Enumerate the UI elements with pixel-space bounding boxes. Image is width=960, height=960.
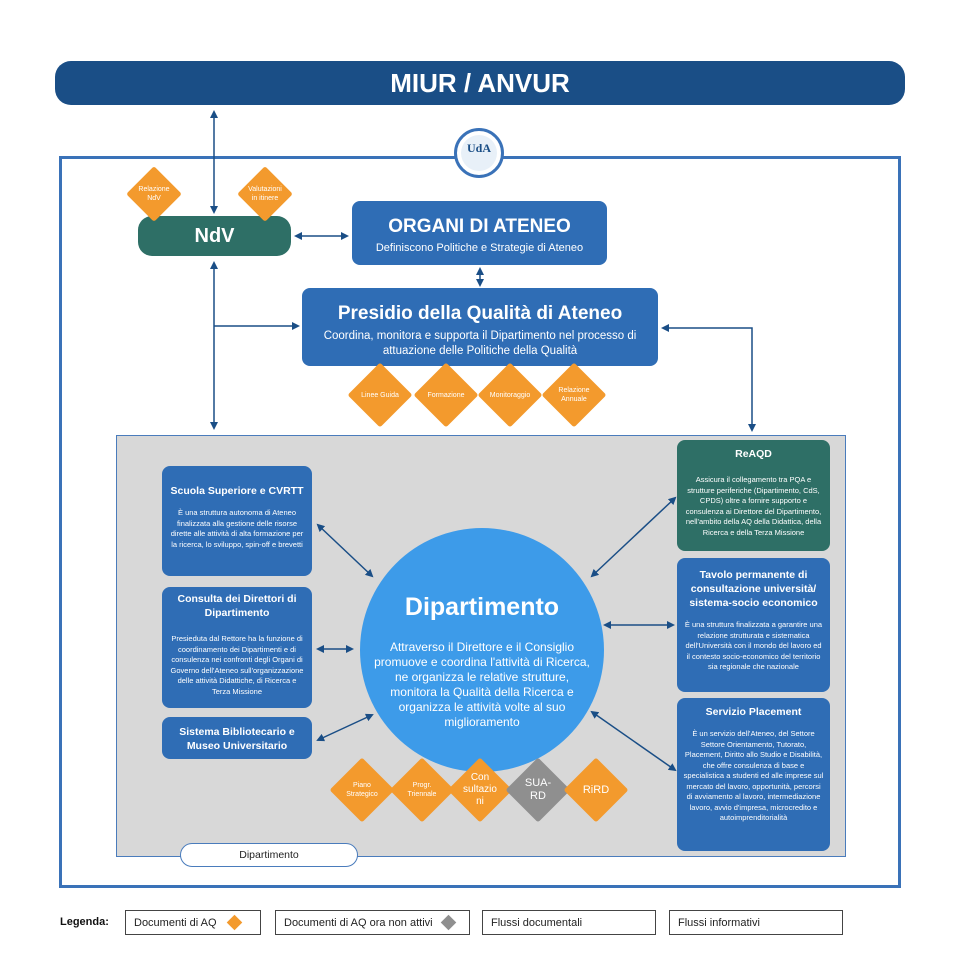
- organi-subtitle: Definiscono Politiche e Strategie di Ate…: [375, 242, 584, 254]
- consulta-text: Presieduta dal Rettore ha la funzione di…: [170, 634, 304, 696]
- presidio-qualita-box: Presidio della Qualità di Ateneo Coordin…: [302, 288, 658, 366]
- legend-documenti-aq: Documenti di AQ: [125, 910, 261, 935]
- doc-valutazioni-itinere: Valutazioni in itinere: [237, 166, 293, 222]
- dipartimento-circle: Dipartimento Attraverso il Direttore e i…: [360, 528, 604, 772]
- doc-linee-guida: Linee Guida: [347, 362, 413, 428]
- arrow-placement-dip: [590, 710, 677, 772]
- reaqd-box: ReAQD Assicura il collegamento tra PQA e…: [677, 440, 830, 551]
- legend-flussi-informativi: Flussi informativi: [669, 910, 843, 935]
- orange-diamond-icon: [226, 914, 242, 931]
- organi-ateneo-box: ORGANI DI ATENEO Definiscono Politiche e…: [352, 201, 607, 265]
- scuola-superiore-box: Scuola Superiore e CVRTT È una struttura…: [162, 466, 312, 576]
- reaqd-title: ReAQD: [735, 448, 772, 460]
- presidio-title: Presidio della Qualità di Ateneo: [337, 303, 623, 324]
- dipartimento-title: Dipartimento: [404, 593, 560, 621]
- scuola-text: È una struttura autonoma di Ateneo final…: [170, 508, 304, 549]
- arrow-sistema-dip: [316, 713, 374, 742]
- consulta-title: Consulta dei Direttori di Dipartimento: [177, 593, 297, 619]
- legend-flussi-documentali: Flussi documentali: [482, 910, 656, 935]
- reaqd-text: Assicura il collegamento tra PQA e strut…: [685, 475, 822, 537]
- servizio-placement-box: Servizio Placement È un servizio dell'At…: [677, 698, 830, 851]
- dipartimento-text: Attraverso il Direttore e il Consiglio p…: [374, 640, 590, 729]
- ndv-box: NdV: [138, 216, 291, 256]
- sistema-bibliotecario-box: Sistema Bibliotecario e Museo Universita…: [162, 717, 312, 759]
- consulta-direttori-box: Consulta dei Direttori di Dipartimento P…: [162, 587, 312, 708]
- legend-title: Legenda:: [60, 916, 109, 928]
- tavolo-permanente-box: Tavolo permanente di consultazione unive…: [677, 558, 830, 692]
- placement-text: È un servizio dell'Ateneo, del Settore S…: [683, 729, 824, 822]
- organi-title: ORGANI DI ATENEO: [388, 216, 571, 237]
- tavolo-title: Tavolo permanente di consultazione unive…: [689, 569, 818, 609]
- arrow-reaqd-dip: [590, 496, 677, 578]
- logo-text: UdA: [461, 135, 497, 171]
- arrow-presidio-reaqd: [661, 324, 756, 432]
- doc-relazione-annuale: Relazione Annuale: [541, 362, 607, 428]
- grey-diamond-icon: [440, 914, 456, 931]
- legend-documenti-non-attivi: Documenti di AQ ora non attivi: [275, 910, 470, 935]
- doc-progr-triennale: Progr. Triennale: [389, 757, 455, 823]
- doc-consultazioni: Con sultazio ni: [447, 757, 513, 823]
- dipartimento-tab: Dipartimento: [180, 843, 358, 867]
- arrow-scuola-dip: [316, 523, 374, 578]
- miur-anvur-header: MIUR / ANVUR: [55, 61, 905, 105]
- presidio-subtitle: Coordina, monitora e supporta il Diparti…: [323, 330, 637, 357]
- doc-formazione: Formazione: [413, 362, 479, 428]
- doc-monitoraggio: Monitoraggio: [477, 362, 543, 428]
- doc-sua-rd: SUA-RD: [505, 757, 571, 823]
- tavolo-text: È una struttura finalizzata a garantire …: [684, 620, 823, 671]
- doc-rird: RiRD: [563, 757, 629, 823]
- doc-relazione-ndv: Relazione NdV: [126, 166, 182, 222]
- placement-title: Servizio Placement: [705, 706, 802, 718]
- scuola-title: Scuola Superiore e CVRTT: [170, 485, 304, 497]
- doc-piano-strategico: Piano Strategico: [329, 757, 395, 823]
- university-logo: UdA: [454, 128, 504, 178]
- sistema-title: Sistema Bibliotecario e Museo Universita…: [179, 726, 295, 752]
